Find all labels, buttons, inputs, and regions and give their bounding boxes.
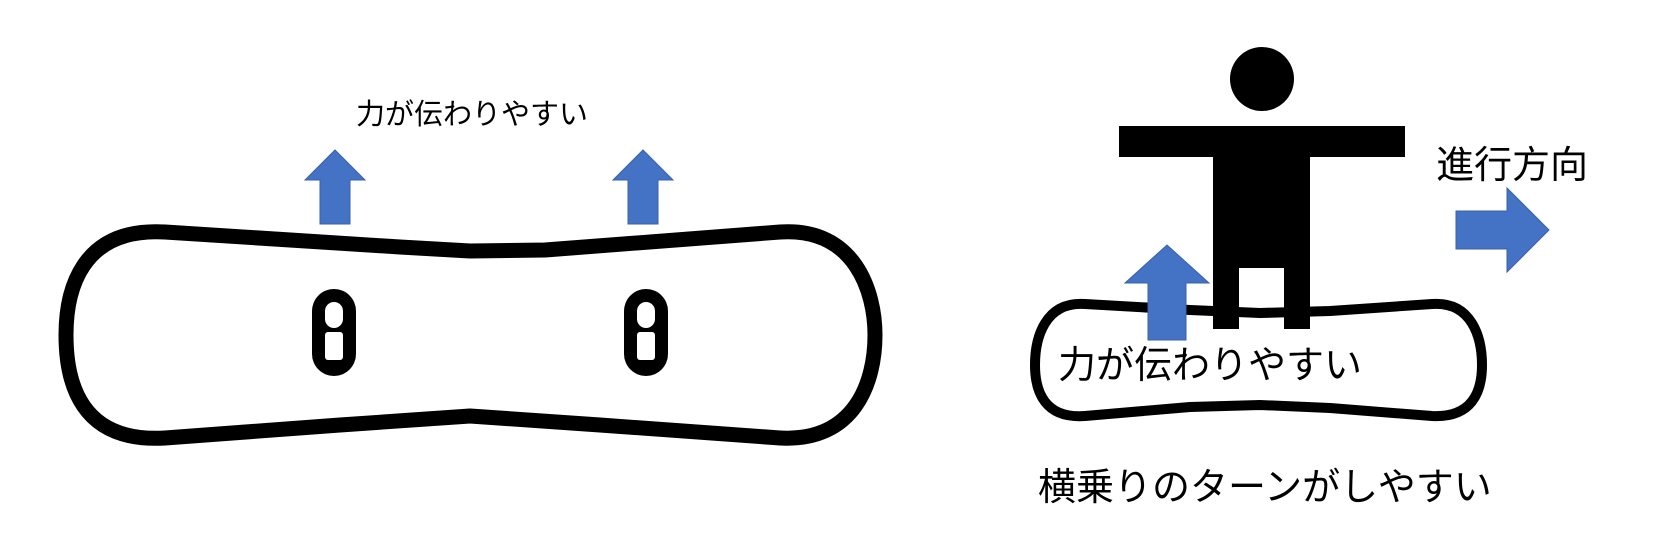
right-snowboard xyxy=(1030,298,1487,422)
left-force-label: 力が伝わりやすい xyxy=(356,97,589,131)
person-icon xyxy=(1119,47,1405,329)
binding-icon xyxy=(624,289,668,376)
arrow-up-icon xyxy=(611,149,675,225)
arrow-up-icon xyxy=(1123,244,1211,341)
right-force-label: 力が伝わりやすい xyxy=(1058,343,1363,387)
right-snowboard-outline xyxy=(1030,298,1487,422)
left-snowboard-outline xyxy=(58,224,883,446)
arrow-right-icon xyxy=(1455,186,1550,274)
binding-icon xyxy=(312,289,356,376)
turn-caption: 横乗りのターンがしやすい xyxy=(1038,465,1492,509)
left-snowboard xyxy=(58,224,883,446)
arrow-up-icon xyxy=(303,149,367,225)
direction-label: 進行方向 xyxy=(1436,143,1589,187)
